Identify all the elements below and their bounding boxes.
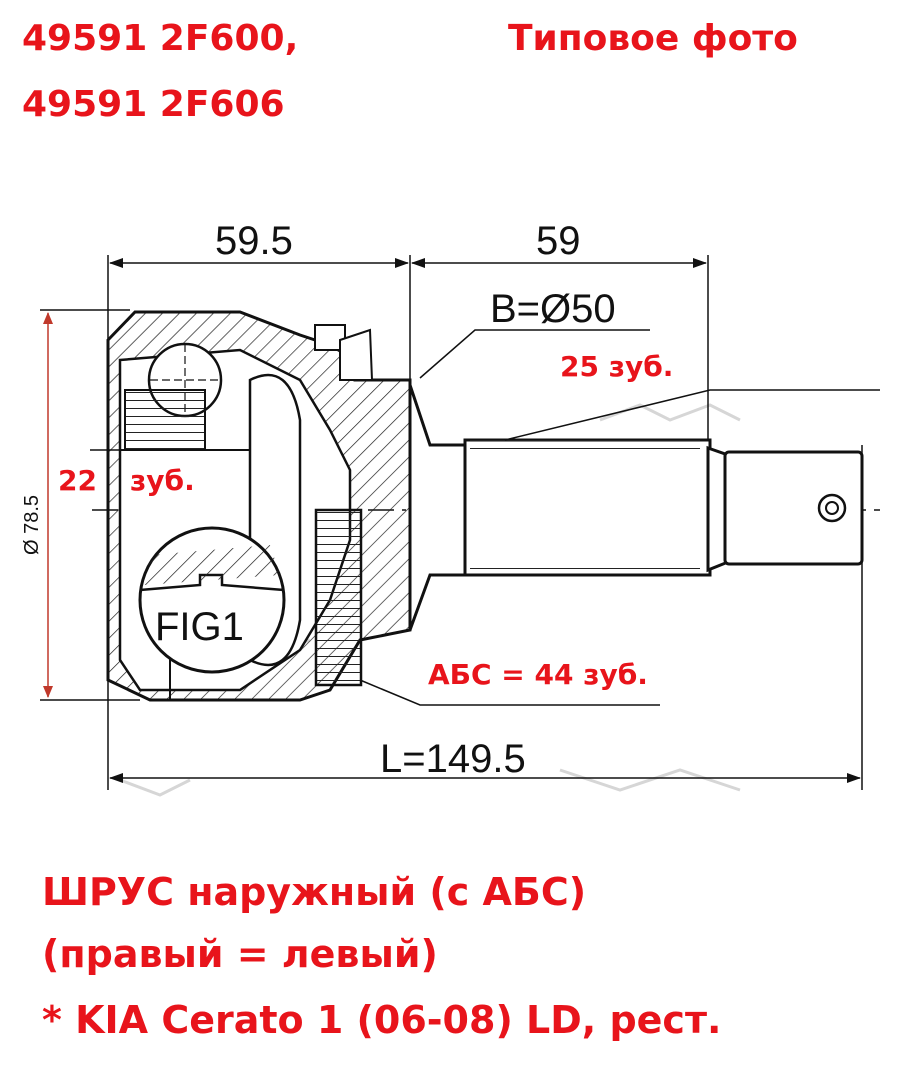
dim-total-label: L=149.5 <box>380 737 526 781</box>
abs-ring-label: АБС = 44 зуб. <box>428 658 648 691</box>
description-line-1: ШРУС наружный (с АБС) <box>42 870 587 914</box>
spline-outer-label: 25 зуб. <box>560 350 673 383</box>
dim-right-label: 59 <box>536 219 581 263</box>
spline-inner-unit: зуб. <box>130 464 195 497</box>
description-line-2: (правый = левый) <box>42 932 438 976</box>
description-line-3: * KIA Cerato 1 (06-08) LD, рест. <box>42 998 722 1042</box>
leader-lines <box>90 329 880 706</box>
abs-ring <box>314 508 363 687</box>
dim-bore-label: B=Ø50 <box>490 287 616 331</box>
dim-height-label: Ø 78.5 <box>21 495 43 555</box>
dim-left-label: 59.5 <box>215 219 293 263</box>
part-number-1: 49591 2F600, <box>22 18 299 59</box>
spline-inner-count: 22 <box>58 464 97 497</box>
photo-note: Типовое фото <box>508 18 798 59</box>
part-number-2: 49591 2F606 <box>22 84 285 125</box>
fig1-label: FIG1 <box>155 605 244 649</box>
shaft <box>408 384 864 631</box>
inner-spline <box>124 389 206 451</box>
